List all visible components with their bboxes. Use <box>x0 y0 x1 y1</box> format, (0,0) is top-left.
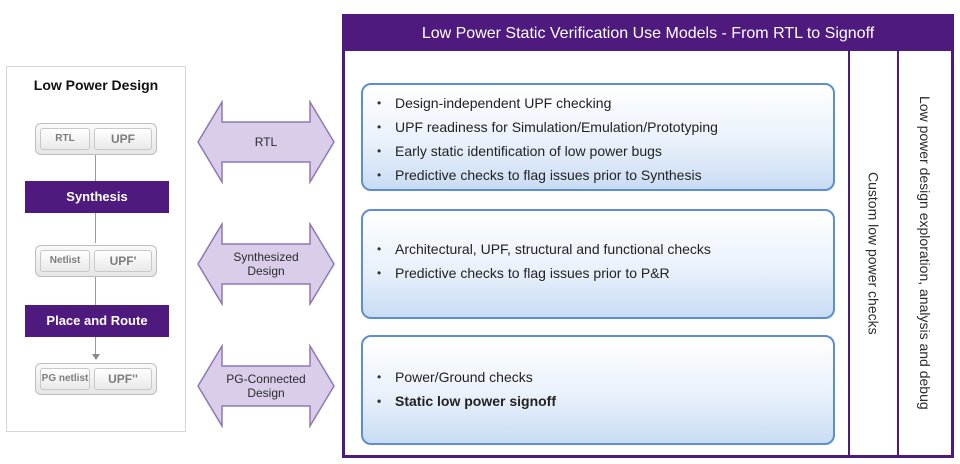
pg-netlist-chip: PG netlist <box>40 368 90 390</box>
arrow-label: RTL <box>254 135 278 149</box>
side-label: Low power design exploration, analysis a… <box>917 96 933 410</box>
signoff-checks-card: Power/Ground checks Static low power sig… <box>361 335 835 445</box>
column-divider <box>848 51 850 455</box>
flow-connector <box>95 155 96 181</box>
arrow-label: Synthesized Design <box>233 250 299 278</box>
flow-title: Low Power Design <box>33 77 159 93</box>
down-arrow-icon <box>92 354 100 360</box>
list-item: Architectural, UPF, structural and funct… <box>373 237 825 261</box>
signoff-checks-list: Power/Ground checks Static low power sig… <box>373 365 825 413</box>
use-models-panel: Low Power Static Verification Use Models… <box>342 14 954 458</box>
netlist-chip: Netlist <box>40 250 90 272</box>
upf-prime-chip: UPF' <box>94 250 152 272</box>
upf-double-prime-chip: UPF'' <box>94 368 152 390</box>
upf-chip: UPF <box>94 128 152 150</box>
list-item: Power/Ground checks <box>373 365 825 389</box>
flow-connector <box>95 337 96 355</box>
list-item: UPF readiness for Simulation/Emulation/P… <box>373 115 825 139</box>
list-item: Predictive checks to flag issues prior t… <box>373 163 825 187</box>
pg-netlist-stage: PG netlist UPF'' <box>35 363 157 395</box>
panel-title: Low Power Static Verification Use Models… <box>345 17 951 51</box>
custom-checks-column: Custom low power checks <box>850 51 897 455</box>
list-item: Static low power signoff <box>373 389 825 413</box>
netlist-stage: Netlist UPF' <box>35 245 157 277</box>
synthesized-design-arrow: Synthesized Design <box>196 222 336 306</box>
side-label: Custom low power checks <box>865 171 882 335</box>
flow-connector <box>95 277 96 305</box>
arrow-label: PG-Connected Design <box>226 372 306 400</box>
rtl-checks-list: Design-independent UPF checking UPF read… <box>373 91 825 187</box>
flow-connector <box>95 213 96 243</box>
list-item: Design-independent UPF checking <box>373 91 825 115</box>
low-power-design-flow: Low Power Design RTL UPF Synthesis Netli… <box>6 66 186 432</box>
exploration-column: Low power design exploration, analysis a… <box>899 51 951 455</box>
double-arrow-icon <box>197 100 335 184</box>
rtl-stage: RTL UPF <box>35 123 157 155</box>
list-item: Predictive checks to flag issues prior t… <box>373 261 825 285</box>
list-item: Early static identification of low power… <box>373 139 825 163</box>
double-arrow-icon <box>197 222 335 306</box>
synthesized-checks-card: Architectural, UPF, structural and funct… <box>361 209 835 319</box>
double-arrow-icon <box>197 344 335 428</box>
rtl-checks-card: Design-independent UPF checking UPF read… <box>361 83 835 191</box>
rtl-arrow: RTL <box>196 100 336 184</box>
synthesis-step: Synthesis <box>25 181 169 213</box>
synthesized-checks-list: Architectural, UPF, structural and funct… <box>373 237 825 285</box>
pg-connected-design-arrow: PG-Connected Design <box>196 344 336 428</box>
rtl-chip: RTL <box>40 128 90 150</box>
place-and-route-step: Place and Route <box>25 305 169 337</box>
column-divider <box>897 51 899 455</box>
